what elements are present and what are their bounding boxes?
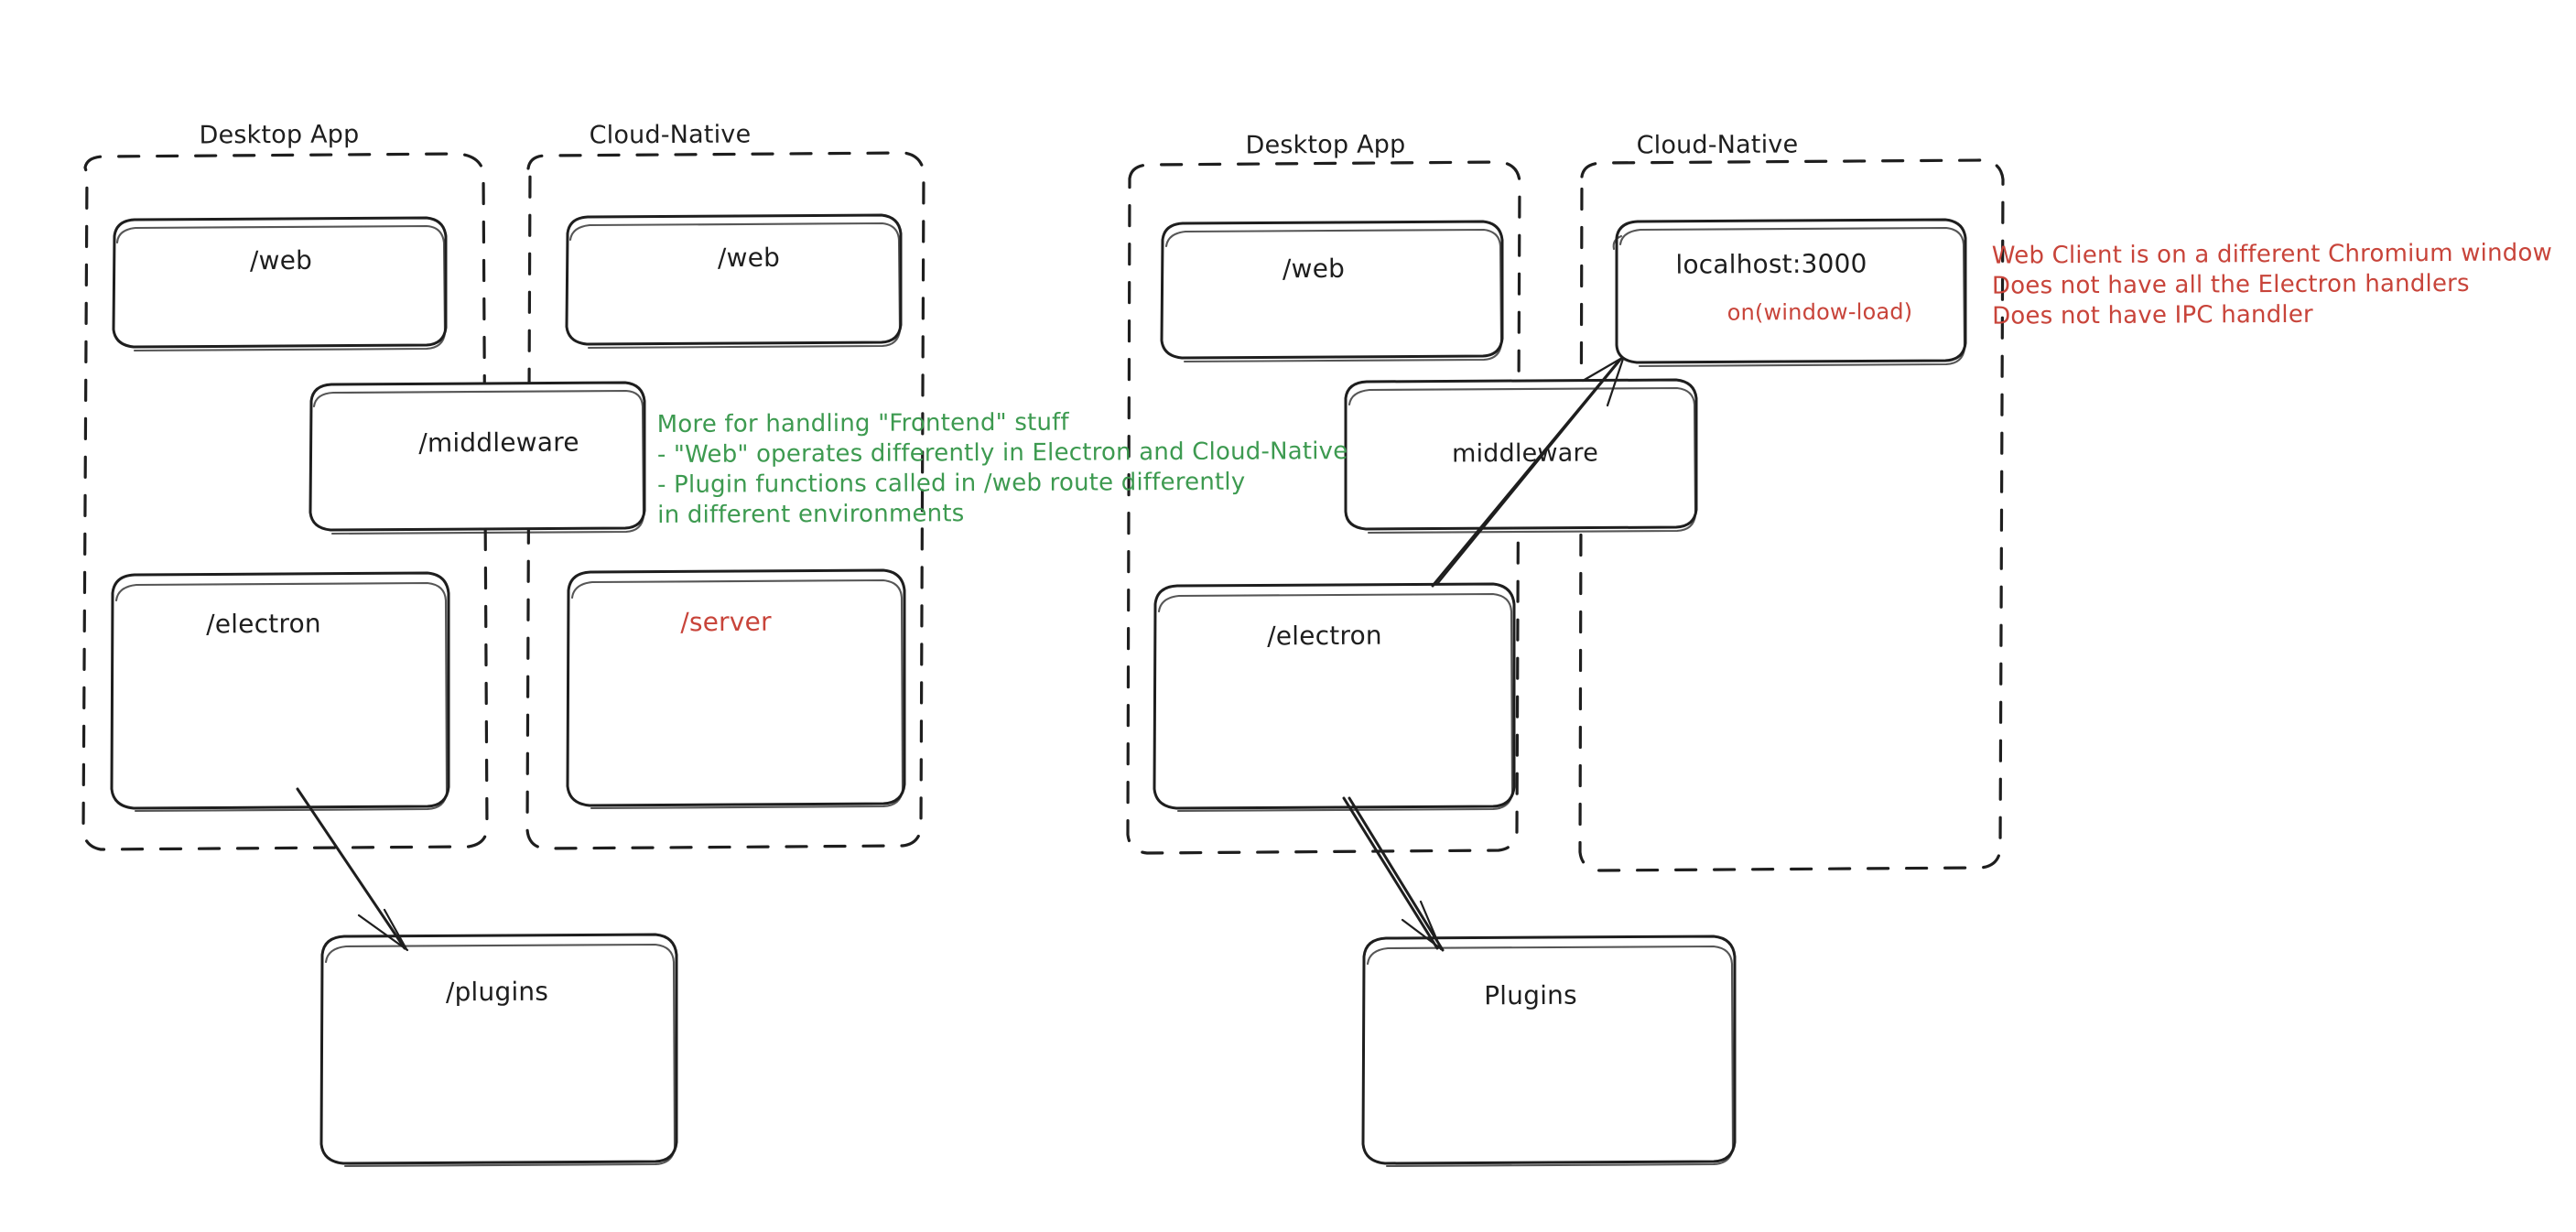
left-node-web-cloud-shape	[565, 213, 903, 350]
left-node-web-desktop-shape	[112, 216, 448, 352]
right-node-label-electron: /electron	[1267, 620, 1382, 652]
right-node-middleware-shape	[1344, 378, 1698, 535]
left-node-server-shape	[566, 568, 906, 810]
right-node-localhost-shape	[1612, 218, 1967, 368]
right-node-sublabel-on-window-load: on(window-load)	[1726, 298, 1913, 326]
right-group-cloud-native-outline	[1578, 158, 2005, 872]
right-group-label-desktop-app: Desktop App	[1245, 130, 1406, 160]
left-arrow-electron-to-plugins	[296, 787, 409, 952]
right-node-label-localhost: localhost:3000	[1675, 248, 1867, 280]
right-node-electron-shape	[1153, 582, 1516, 813]
right-arrow-electron-to-plugins	[1342, 796, 1445, 952]
left-node-label-middleware: /middleware	[418, 427, 579, 459]
left-node-electron-shape	[110, 571, 450, 813]
left-node-label-electron: /electron	[206, 608, 321, 640]
right-node-web-shape	[1160, 220, 1504, 363]
left-group-cloud-native-outline	[525, 151, 925, 850]
left-node-label-plugins: /plugins	[445, 976, 549, 1008]
right-group-desktop-app-outline	[1126, 160, 1521, 855]
right-node-plugins-shape	[1361, 935, 1737, 1168]
left-node-plugins-shape	[319, 933, 678, 1168]
left-group-label-cloud-native: Cloud-Native	[589, 120, 752, 150]
left-group-desktop-app-outline	[81, 152, 489, 851]
right-group-label-cloud-native: Cloud-Native	[1636, 130, 1799, 160]
left-node-label-web-desktop: /web	[249, 244, 313, 276]
right-arrow-electron-to-localhost	[1431, 356, 1625, 588]
left-group-label-desktop-app: Desktop App	[199, 120, 360, 150]
right-node-label-web: /web	[1282, 253, 1346, 285]
right-node-label-plugins: Plugins	[1484, 979, 1577, 1011]
right-node-label-middleware: middleware	[1451, 438, 1599, 469]
left-node-label-server: /server	[680, 606, 772, 638]
left-node-label-web-cloud: /web	[717, 242, 781, 274]
annotation-red-web-client-note: Web Client is on a different Chromium wi…	[1991, 239, 2553, 330]
annotation-green-frontend-note: More for handling "Frontend" stuff - "We…	[656, 408, 1348, 529]
left-node-middleware-shape	[308, 381, 646, 535]
